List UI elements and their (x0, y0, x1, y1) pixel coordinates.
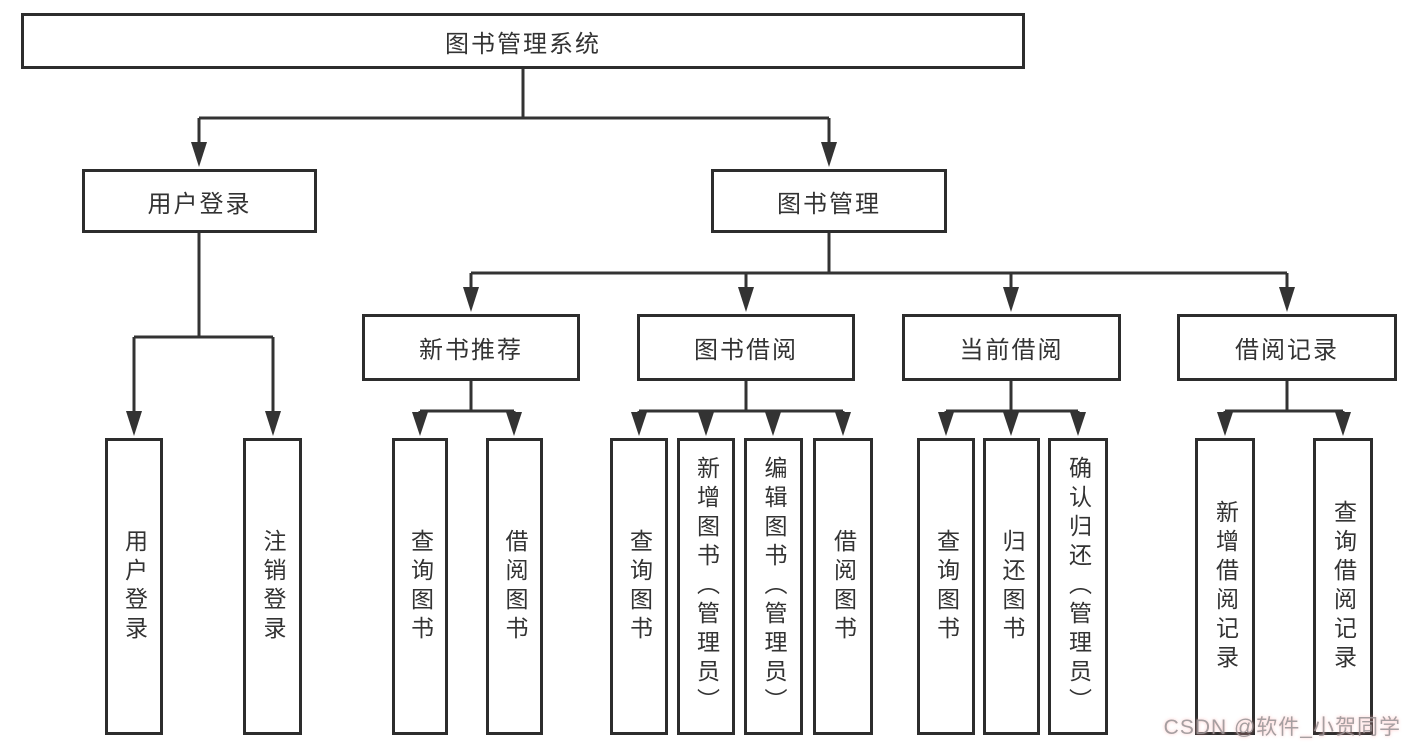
node-leaf-return-books: 归还图书 (983, 438, 1040, 735)
node-book-borrowing: 图书借阅 (637, 314, 855, 381)
edge-borrowing-split (637, 381, 845, 414)
node-leaf-query-books-1-label: 查询图书 (407, 528, 434, 645)
edge-userlogin-split (132, 233, 275, 413)
node-user-login: 用户登录 (82, 169, 317, 233)
node-leaf-borrow-books-1-label: 借阅图书 (502, 528, 528, 645)
node-current-borrowing: 当前借阅 (902, 314, 1121, 381)
node-leaf-logout-label: 注销登录 (260, 528, 286, 645)
node-new-book-recommend: 新书推荐 (362, 314, 580, 381)
node-current-borrowing-label: 当前借阅 (959, 337, 1064, 364)
node-leaf-borrow-books-2: 借阅图书 (813, 438, 873, 735)
edge-bookmgmt-split (469, 233, 1289, 289)
node-user-login-label: 用户登录 (147, 190, 252, 218)
node-leaf-return-books-label: 归还图书 (999, 528, 1025, 645)
node-book-borrowing-label: 图书借阅 (694, 337, 798, 364)
node-new-book-recommend-label: 新书推荐 (419, 337, 523, 364)
edge-records-split (1223, 381, 1345, 414)
arrowheads (126, 142, 1351, 436)
node-leaf-edit-books: 编辑图书（管理员） (744, 438, 803, 735)
node-leaf-user-login-label: 用户登录 (121, 528, 148, 645)
node-leaf-borrow-books-2-label: 借阅图书 (830, 528, 857, 645)
node-leaf-query-books-3-label: 查询图书 (933, 528, 960, 645)
node-leaf-query-books-3: 查询图书 (917, 438, 975, 735)
edge-recommend-split (418, 381, 516, 414)
node-leaf-edit-books-label: 编辑图书（管理员） (761, 456, 787, 717)
node-leaf-logout: 注销登录 (243, 438, 302, 735)
edge-current-split (944, 381, 1080, 414)
node-leaf-confirm-return: 确认归还（管理员） (1048, 438, 1108, 735)
node-leaf-query-books-2-label: 查询图书 (626, 528, 653, 645)
node-leaf-add-books: 新增图书（管理员） (677, 438, 735, 735)
node-leaf-add-books-label: 新增图书（管理员） (693, 456, 720, 717)
node-book-management: 图书管理 (711, 169, 947, 233)
node-leaf-confirm-return-label: 确认归还（管理员） (1065, 456, 1092, 717)
node-leaf-user-login: 用户登录 (105, 438, 163, 735)
node-leaf-query-record-label: 查询借阅记录 (1330, 499, 1357, 674)
node-leaf-query-record: 查询借阅记录 (1313, 438, 1373, 735)
edge-root-split (197, 69, 831, 144)
node-leaf-add-record: 新增借阅记录 (1195, 438, 1255, 735)
node-leaf-query-books-2: 查询图书 (610, 438, 668, 735)
watermark: CSDN @软件_小贺同学 (1163, 716, 1401, 739)
node-leaf-add-record-label: 新增借阅记录 (1212, 499, 1239, 674)
node-root: 图书管理系统 (21, 13, 1025, 69)
node-borrowing-records: 借阅记录 (1177, 314, 1397, 381)
node-root-label: 图书管理系统 (445, 30, 601, 58)
node-leaf-query-books-1: 查询图书 (392, 438, 448, 735)
node-borrowing-records-label: 借阅记录 (1235, 337, 1339, 364)
node-book-management-label: 图书管理 (777, 190, 881, 218)
node-leaf-borrow-books-1: 借阅图书 (486, 438, 543, 735)
